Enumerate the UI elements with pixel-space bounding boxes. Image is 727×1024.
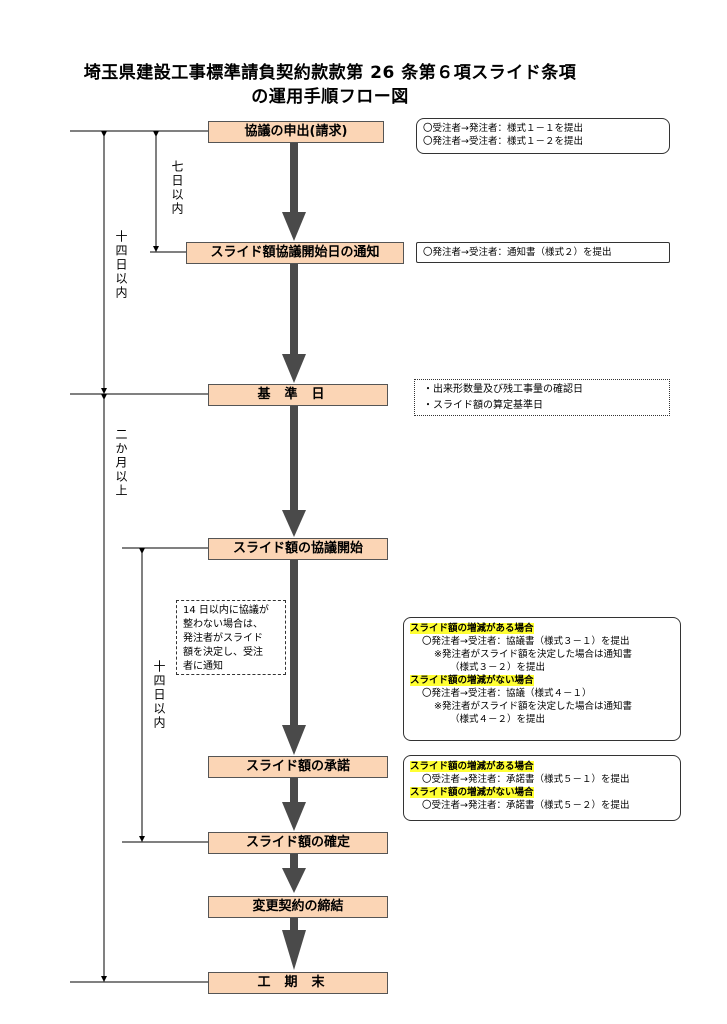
flow-arrow-1	[282, 143, 306, 241]
note-acceptance-none-heading: スライド額の増減がない場合	[410, 787, 534, 798]
flow-arrow-5	[282, 777, 306, 831]
step-request: 協議の申出(請求)	[208, 121, 384, 143]
note-consult-line: ※発注者がスライド額を決定した場合は通知書	[434, 701, 632, 712]
note-consult-none-heading: スライド額の増減がない場合	[410, 675, 534, 686]
note-consult-fail-line: 整わない場合は、	[183, 619, 263, 630]
note-consult-fail: 14 日以内に協議が 整わない場合は、 発注者がスライド 額を決定し、受注 者に…	[176, 600, 286, 675]
note-consult-increase-heading: スライド額の増減がある場合	[410, 623, 534, 634]
note-request-line: 〇発注者→受注者：様式１－２を提出	[423, 136, 583, 147]
flow-arrow-7	[282, 917, 306, 970]
note-consult: スライド額の増減がある場合 〇発注者→受注者：協議書（様式３－１）を提出 ※発注…	[403, 617, 681, 741]
note-consult-line: 〇発注者→受注者：協議（様式４－１）	[422, 688, 592, 699]
flow-arrow-6	[282, 854, 306, 893]
note-acceptance-line: 〇受注者→発注者：承諾書（様式５－１）を提出	[422, 774, 630, 785]
step-confirm: スライド額の確定	[208, 832, 388, 854]
period-two-months: 二か月以上	[114, 428, 128, 498]
note-consult-line: ※発注者がスライド額を決定した場合は通知書	[434, 649, 632, 660]
period-fourteen-days-top: 十四日以内	[114, 230, 128, 300]
period-fourteen-days-bottom: 十四日以内	[152, 660, 166, 730]
flow-arrow-4	[282, 560, 306, 755]
step-acceptance: スライド額の承諾	[208, 756, 388, 778]
step-consult-start: スライド額の協議開始	[208, 538, 388, 560]
flow-arrow-3	[282, 406, 306, 537]
page-subtitle: の運用手順フロー図	[251, 87, 409, 107]
note-acceptance-line: 〇受注者→発注者：承諾書（様式５－２）を提出	[422, 800, 630, 811]
note-consult-line: （様式３－２）を提出	[450, 662, 546, 673]
note-consult-fail-line: 額を決定し、受注	[183, 647, 263, 658]
step-base-day: 基準日	[208, 384, 388, 406]
note-consult-line: 〇発注者→受注者：協議書（様式３－１）を提出	[422, 636, 630, 647]
note-base-day: ・出来形数量及び残工事量の確認日 ・スライド額の算定基準日	[414, 379, 670, 416]
note-acceptance: スライド額の増減がある場合 〇受注者→発注者：承諾書（様式５－１）を提出 スライ…	[403, 755, 681, 821]
note-base-day-line: ・スライド額の算定基準日	[423, 400, 543, 411]
note-base-day-line: ・出来形数量及び残工事量の確認日	[423, 384, 583, 395]
flow-arrow-2	[282, 264, 306, 383]
step-notify: スライド額協議開始日の通知	[186, 242, 404, 264]
page-title: 埼玉県建設工事標準請負契約款款第 26 条第６項スライド条項	[83, 63, 577, 83]
note-notify: 〇発注者→受注者：通知書（様式２）を提出	[416, 242, 670, 263]
note-consult-line: （様式４－２）を提出	[450, 714, 546, 725]
step-end: 工期末	[208, 972, 388, 994]
note-request-line: 〇受注者→発注者：様式１－１を提出	[423, 123, 583, 134]
note-consult-fail-line: 者に通知	[183, 661, 223, 672]
period-seven-days: 七日以内	[170, 160, 184, 216]
step-contract: 変更契約の締結	[208, 896, 388, 918]
note-consult-fail-line: 14 日以内に協議が	[183, 605, 269, 616]
note-request: 〇受注者→発注者：様式１－１を提出 〇発注者→受注者：様式１－２を提出	[416, 118, 670, 154]
note-consult-fail-line: 発注者がスライド	[183, 633, 263, 644]
note-acceptance-increase-heading: スライド額の増減がある場合	[410, 761, 534, 772]
